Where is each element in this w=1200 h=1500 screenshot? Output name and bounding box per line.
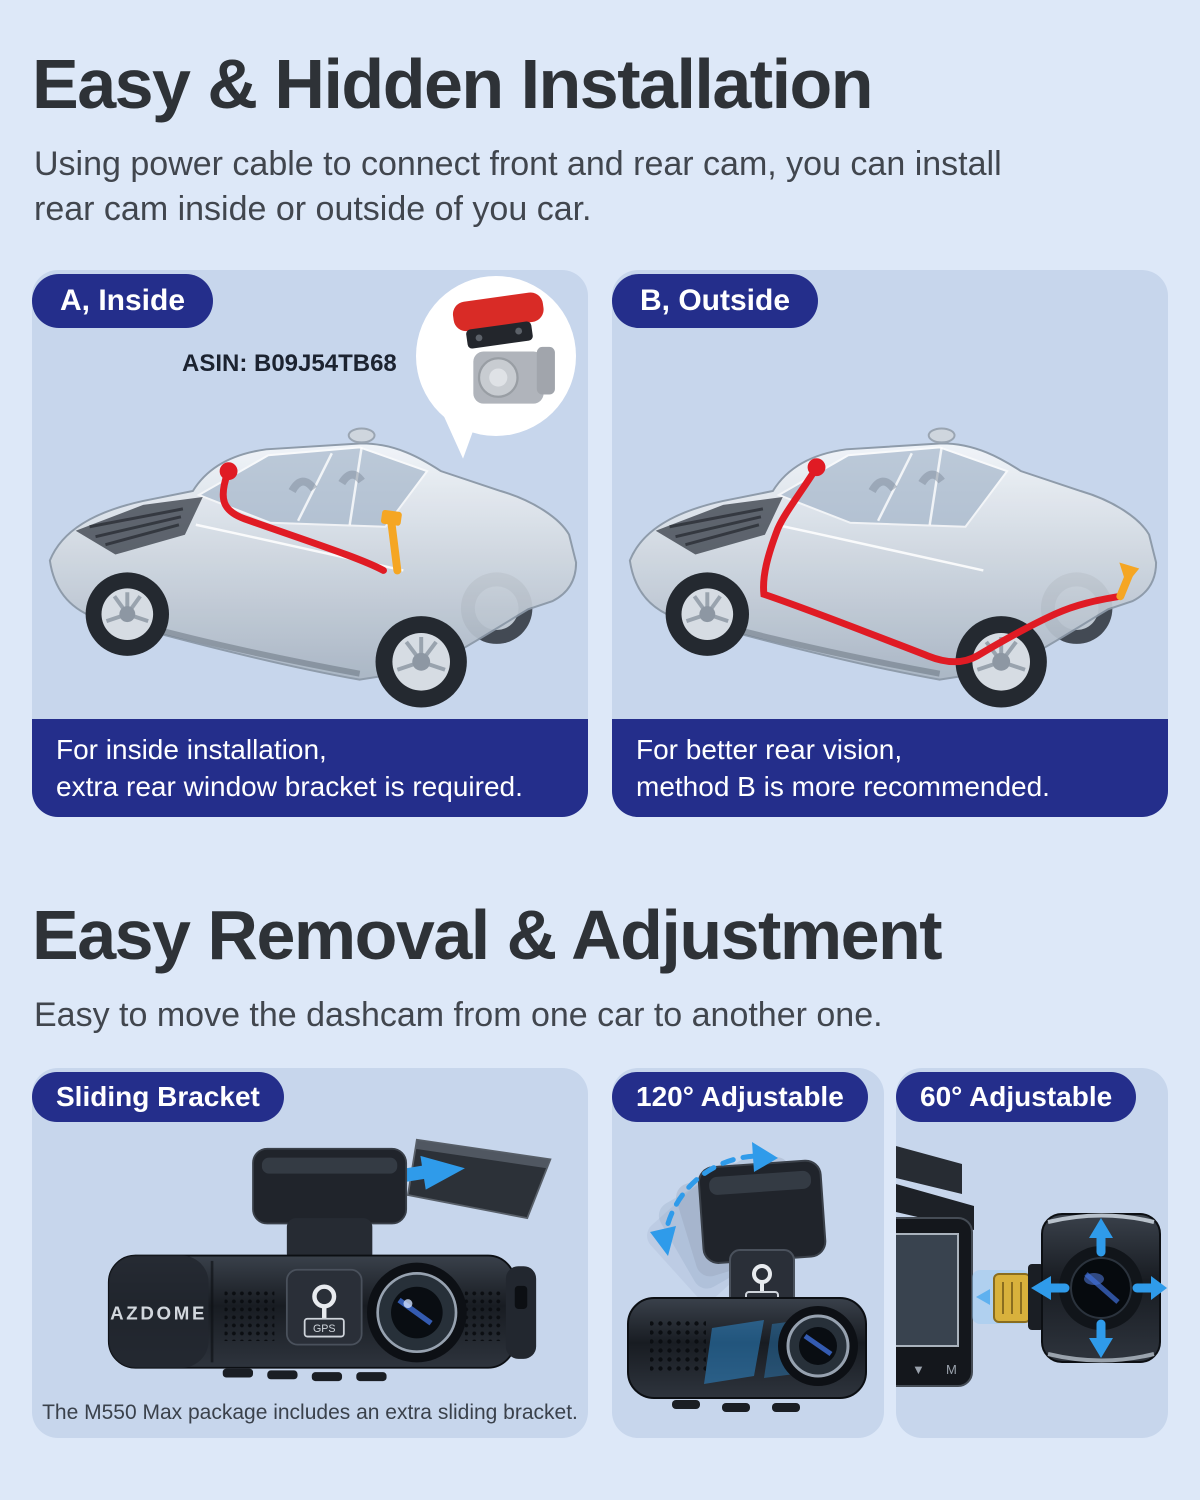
sliding-bracket-caption: The M550 Max package includes an extra s… — [42, 1400, 578, 1424]
speaker-grille — [224, 1291, 275, 1341]
usb-port — [514, 1285, 528, 1309]
speaker-grille — [464, 1291, 505, 1341]
adjustment-panels: Sliding Bracket — [32, 1067, 1168, 1438]
speaker-grille — [650, 1317, 706, 1374]
panel-outside: B, Outside For better rear vision, metho… — [612, 270, 1168, 818]
panel-60-tag: 60° Adjustable — [896, 1071, 1137, 1122]
bracket-edge — [896, 1145, 962, 1194]
rear-cam-cube — [1031, 1212, 1167, 1363]
rearcam-60-art: ▼ M — [896, 1145, 1167, 1387]
dashcam-body-small — [627, 1296, 867, 1412]
asin-label: ASIN: B09J54TB68 — [182, 350, 397, 378]
note-line: extra rear window bracket is required. — [56, 771, 523, 803]
rear-lens — [1059, 1245, 1143, 1330]
gps-badge: GPS — [285, 1268, 363, 1346]
screen-btn-m: M — [946, 1362, 957, 1377]
tilting-bracket — [697, 1159, 827, 1264]
front-lens — [778, 1305, 858, 1386]
panel-inside-note: For inside installation, extra rear wind… — [32, 719, 588, 818]
section1-subtitle: Using power cable to connect front and r… — [34, 144, 1002, 228]
side-port-panel — [505, 1266, 537, 1359]
car-xray-inside — [32, 412, 588, 713]
rear-bracket-callout — [416, 276, 576, 460]
note-line: For inside installation, — [56, 733, 327, 765]
panel-60-adjustable: 60° Adjustable ▼ M — [896, 1067, 1168, 1438]
panel-inside-tag: A, Inside — [32, 274, 214, 329]
panel-120-adjustable: 120° Adjustable — [612, 1067, 884, 1438]
adjust-arrows-icon — [1031, 1217, 1167, 1358]
rotation-arc-icon — [650, 1141, 778, 1256]
section1-title: Easy & Hidden Installation — [32, 45, 874, 123]
section2-subtitle: Easy to move the dashcam from one car to… — [34, 995, 883, 1034]
product-infographic: Easy & Hidden Installation Using power c… — [32, 45, 1168, 1438]
note-line: For better rear vision, — [636, 733, 903, 765]
car-outside-illustration — [612, 412, 1168, 713]
gps-label: GPS — [313, 1323, 336, 1335]
cable-route-outside — [760, 458, 1140, 666]
panel-outside-note: For better rear vision, method B is more… — [612, 719, 1168, 818]
dashcam-120-art — [627, 1141, 867, 1412]
rotation-120-illustration — [612, 1122, 884, 1432]
sliding-bracket-illustration: AZDOME GPS — [32, 1122, 588, 1398]
panel-sliding-tag: Sliding Bracket — [32, 1071, 284, 1122]
cable-route-inside — [219, 462, 402, 575]
section2-title: Easy Removal & Adjustment — [32, 896, 943, 975]
front-lens — [366, 1262, 467, 1363]
screen-btn-down: ▼ — [912, 1362, 925, 1377]
rear-bracket-icon — [452, 292, 555, 404]
panel-sliding-bracket: Sliding Bracket — [32, 1067, 588, 1438]
screen-unit: ▼ M — [896, 1216, 973, 1387]
mini-usb-connector — [993, 1263, 1044, 1330]
car-inside-illustration — [32, 412, 588, 713]
brand-logo: AZDOME — [110, 1302, 207, 1323]
panel-outside-tag: B, Outside — [612, 274, 819, 329]
dashcam-body: AZDOME GPS — [107, 1254, 537, 1381]
car-xray-outside — [612, 412, 1168, 713]
installation-panels: A, Inside ASIN: B09J54TB68 — [32, 270, 1168, 818]
dashcam-sliding-art: AZDOME GPS — [107, 1138, 552, 1381]
panel-inside: A, Inside ASIN: B09J54TB68 — [32, 270, 588, 818]
mount-bracket — [252, 1147, 408, 1263]
note-line: method B is more recommended. — [636, 771, 1050, 803]
rotation-60-illustration: ▼ M — [896, 1122, 1168, 1432]
panel-120-tag: 120° Adjustable — [612, 1071, 868, 1122]
